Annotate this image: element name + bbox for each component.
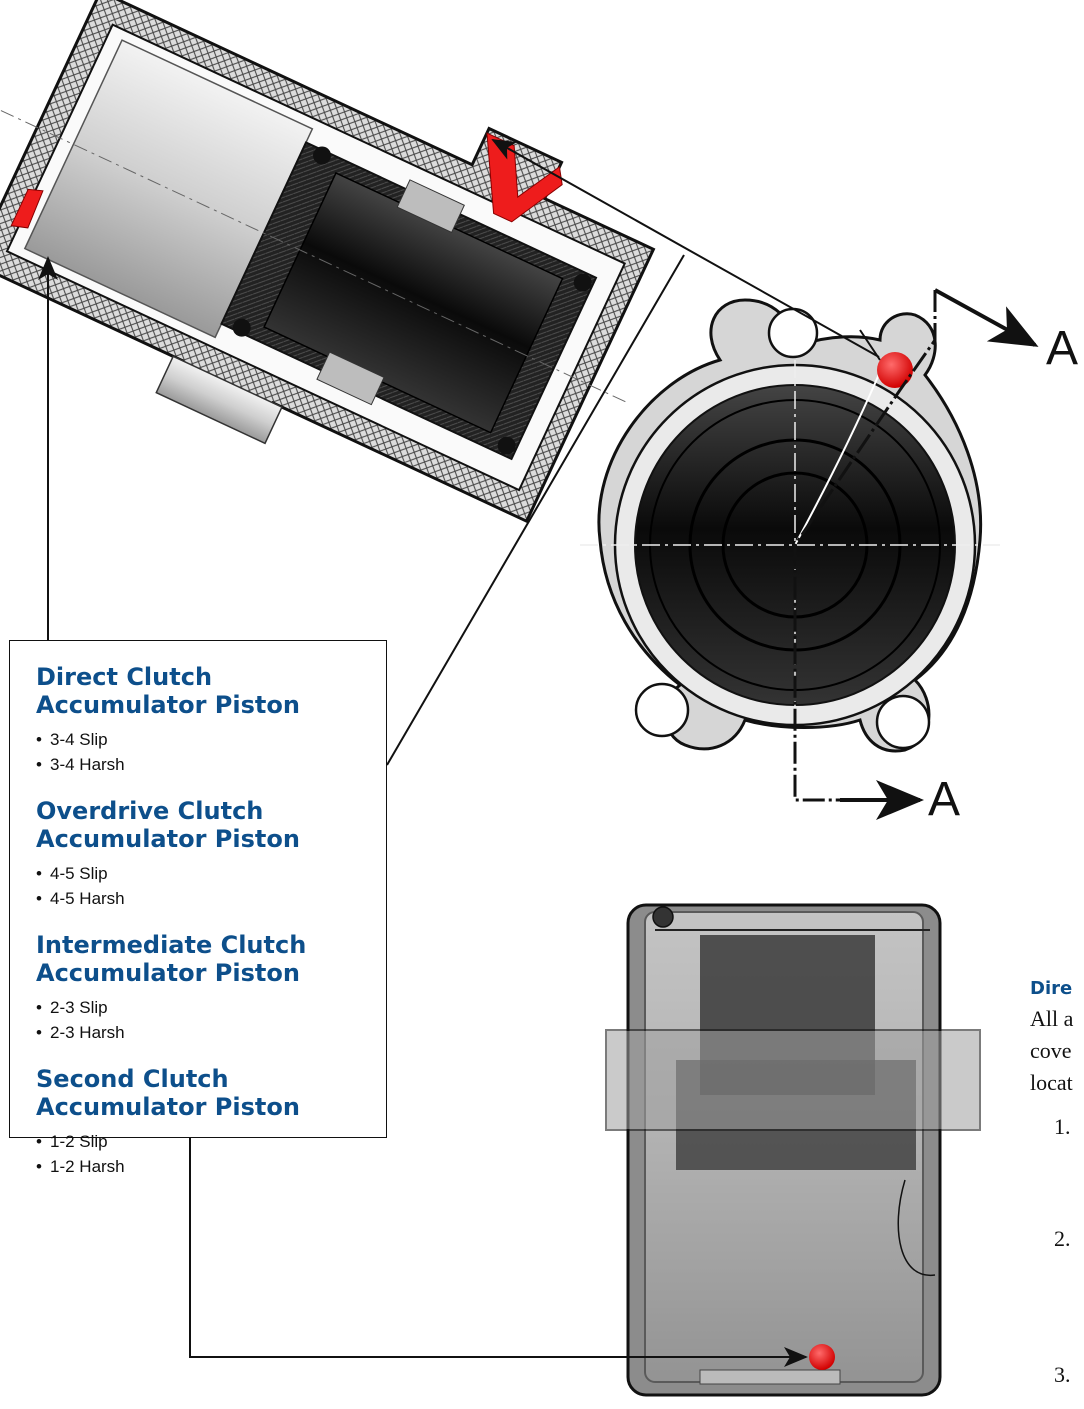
section-marker-top: A — [1046, 322, 1079, 375]
section-marker-bottom: A — [928, 773, 961, 826]
symptom-item: •1-2 Slip — [36, 1132, 108, 1151]
leader-lines — [38, 139, 880, 1367]
cover-side-view — [605, 903, 981, 1397]
symptom-item: •2-3 Slip — [36, 998, 108, 1017]
right-column-line: locat — [1030, 1070, 1073, 1095]
cross-section-view — [0, 0, 656, 524]
symptom-item: •3-4 Harsh — [36, 755, 125, 774]
symptom-item: •4-5 Harsh — [36, 889, 125, 908]
cover-front-view — [580, 288, 1039, 820]
right-column-line: All a — [1030, 1006, 1074, 1031]
right-column-heading: Dire — [1030, 978, 1073, 999]
step-number: 2. — [1054, 1226, 1071, 1251]
symptom-item: •4-5 Slip — [36, 864, 108, 883]
symptom-item: •2-3 Harsh — [36, 1023, 125, 1042]
step-number: 1. — [1054, 1114, 1071, 1139]
symptom-item: •1-2 Harsh — [36, 1157, 125, 1176]
right-column-line: cove — [1030, 1038, 1072, 1063]
symptom-item: •3-4 Slip — [36, 730, 108, 749]
step-number: 3. — [1054, 1362, 1071, 1387]
